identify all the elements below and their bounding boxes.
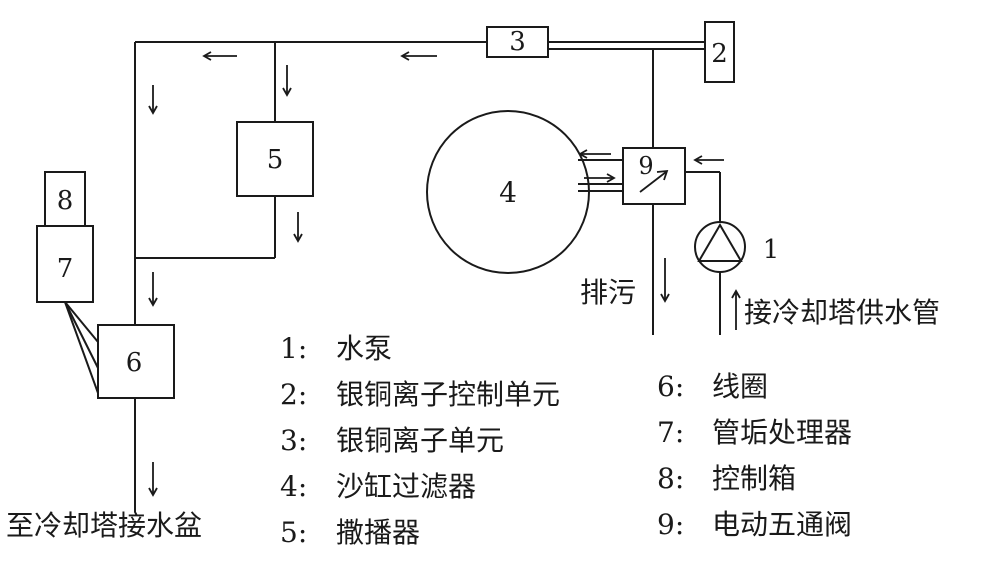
arrow-down-2 — [282, 65, 292, 97]
drain-label: 排污 — [580, 276, 636, 309]
component-1: 1 — [694, 221, 780, 273]
arrow-down-4 — [148, 272, 158, 307]
component-1-label: 1 — [763, 235, 780, 265]
legend-text-3: 银铜离子单元 — [336, 424, 504, 457]
component-6: 6 — [97, 324, 175, 399]
component-8-label: 8 — [57, 186, 74, 216]
component-6-label: 6 — [126, 348, 143, 378]
wire-7-6-b — [64, 301, 99, 369]
arrow-right-to-valve — [584, 173, 616, 183]
arrow-left-to-filter — [578, 149, 611, 159]
wire-7-6-a — [64, 301, 99, 343]
component-4: 4 — [426, 110, 590, 274]
component-3: 3 — [486, 26, 549, 58]
component-5-label: 5 — [267, 145, 284, 175]
legend-text-4: 沙缸过滤器 — [336, 470, 476, 503]
legend-num-6: 6: — [657, 370, 684, 403]
component-2-label: 2 — [711, 39, 728, 69]
component-9-label: 9 — [638, 152, 653, 180]
component-3-label: 3 — [509, 27, 526, 57]
component-5: 5 — [236, 121, 314, 197]
legend-text-9: 电动五通阀 — [712, 508, 852, 541]
arrow-down-drain — [660, 258, 670, 303]
legend-text-7: 管垢处理器 — [712, 416, 852, 449]
legend-num-9: 9: — [657, 508, 684, 541]
wire-7-6-c — [64, 301, 99, 394]
legend-num-8: 8: — [657, 462, 684, 495]
legend-num-3: 3: — [280, 424, 307, 457]
arrow-up-supply — [731, 289, 741, 330]
arrow-left-from-pump — [693, 155, 724, 165]
arrow-down-5 — [148, 462, 158, 497]
supply-pipe-label: 接冷却塔供水管 — [744, 296, 940, 329]
arrow-left-2 — [400, 51, 437, 61]
legend-num-1: 1: — [280, 332, 307, 365]
component-7: 7 — [36, 225, 94, 303]
legend-num-4: 4: — [280, 470, 307, 503]
legend: 1: 水泵 2: 银铜离子控制单元 3: 银铜离子单元 4: 沙缸过滤器 5: … — [280, 332, 852, 549]
legend-text-5: 撒播器 — [336, 516, 420, 549]
legend-text-6: 线圈 — [712, 370, 768, 403]
component-8: 8 — [44, 171, 86, 227]
arrow-left-1 — [202, 51, 237, 61]
piping — [64, 41, 721, 512]
legend-text-8: 控制箱 — [712, 462, 796, 495]
legend-text-1: 水泵 — [336, 332, 392, 365]
legend-num-2: 2: — [280, 378, 307, 411]
legend-text-2: 银铜离子控制单元 — [336, 378, 560, 411]
legend-num-5: 5: — [280, 516, 307, 549]
component-7-label: 7 — [57, 254, 74, 284]
legend-num-7: 7: — [657, 416, 684, 449]
component-2: 2 — [704, 21, 735, 83]
flow-arrows — [148, 51, 741, 497]
component-4-label: 4 — [499, 176, 517, 209]
outlet-label: 至冷却塔接水盆 — [6, 509, 202, 542]
component-9: 9 — [622, 147, 686, 205]
arrow-down-1 — [148, 85, 158, 115]
arrow-down-3 — [293, 212, 303, 243]
